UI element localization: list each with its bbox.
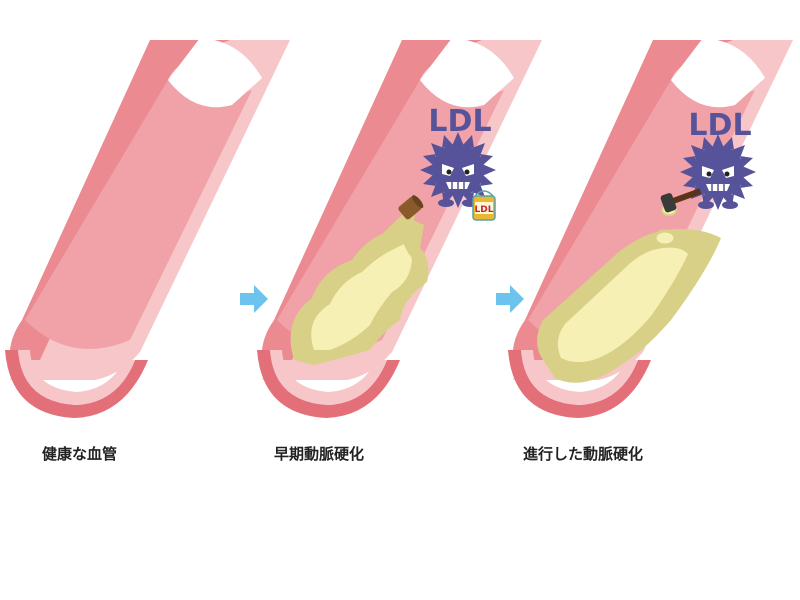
ldl-label-early: LDL — [428, 104, 491, 139]
ldl-virus-pouring: LDL — [398, 131, 497, 221]
caption-healthy: 健康な血管 — [42, 445, 118, 463]
caption-advanced: 進行した動脈硬化 — [523, 445, 644, 463]
ldl-label-advanced: LDL — [688, 108, 751, 143]
early-atherosclerosis-vessel — [257, 38, 542, 418]
ldl-virus-hammering — [660, 133, 757, 213]
arrow-icon — [496, 285, 524, 313]
bucket-label: LDL — [475, 205, 494, 215]
healthy-vessel — [5, 38, 290, 418]
advanced-atherosclerosis-vessel — [508, 38, 793, 418]
ldl-bucket: LDL — [472, 190, 496, 221]
caption-early: 早期動脈硬化 — [274, 445, 365, 463]
arrow-icon — [240, 285, 268, 313]
